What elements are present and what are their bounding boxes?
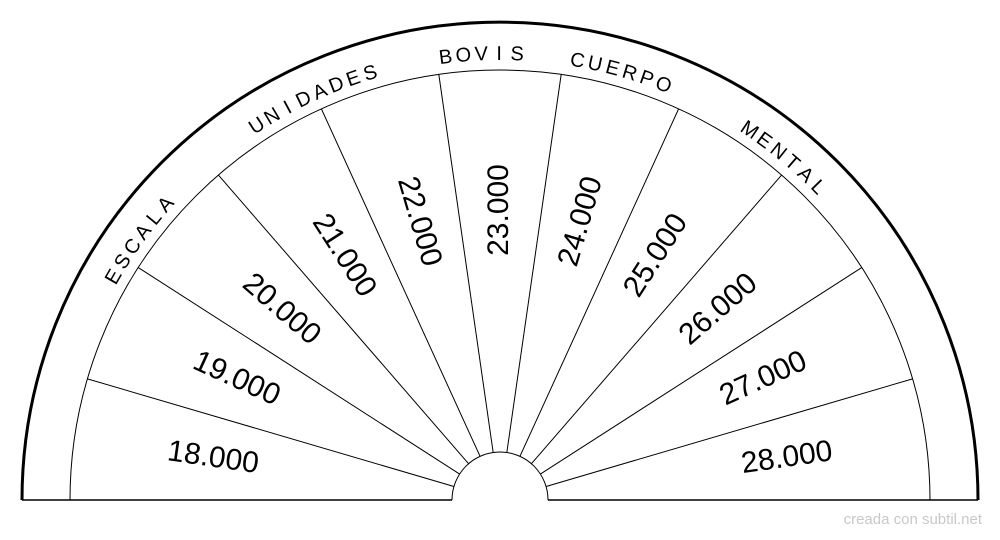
title-char: A: [153, 192, 179, 217]
title-char: B: [438, 46, 454, 69]
title-char: S: [510, 43, 524, 65]
title-char: V: [474, 43, 489, 66]
sector-divider: [519, 108, 680, 457]
sector-dividers: [87, 74, 913, 487]
title-char: R: [620, 61, 640, 86]
sector-divider: [87, 378, 455, 487]
sector-label: 21.000: [306, 208, 383, 303]
sector-divider: [531, 174, 782, 465]
sector-label: 26.000: [673, 266, 764, 351]
title-char: E: [603, 56, 621, 81]
sector-divider: [545, 378, 913, 487]
sector-label: 27.000: [715, 344, 812, 412]
sector-label: 28.000: [739, 434, 835, 480]
sector-divider: [320, 108, 481, 457]
title-char: S: [361, 61, 380, 86]
sector-label: 19.000: [188, 344, 285, 412]
sector-label: 24.000: [551, 173, 609, 270]
title-char: C: [568, 49, 586, 73]
sector-label: 20.000: [236, 266, 327, 351]
title-char: E: [343, 66, 363, 91]
sector-divider: [540, 267, 863, 475]
title-char: O: [455, 44, 472, 67]
outer-arc: [20, 20, 980, 501]
sector-divider: [506, 74, 562, 453]
title-char: U: [586, 52, 605, 77]
sector-divider: [218, 174, 469, 465]
sector-label: 18.000: [165, 434, 261, 480]
credit-text: creada con subtil.net: [843, 511, 982, 528]
sector-divider: [137, 267, 460, 475]
title-char: I: [280, 97, 295, 119]
sector-label: 25.000: [617, 208, 694, 303]
title-char: D: [326, 72, 348, 98]
title-char: I: [496, 43, 502, 65]
title-char: O: [652, 72, 675, 98]
inner-arc: [69, 69, 931, 501]
sector-label: 23.000: [482, 164, 515, 256]
center-arc: [451, 451, 549, 501]
sector-label: 22.000: [391, 173, 449, 270]
sector-divider: [438, 74, 494, 453]
